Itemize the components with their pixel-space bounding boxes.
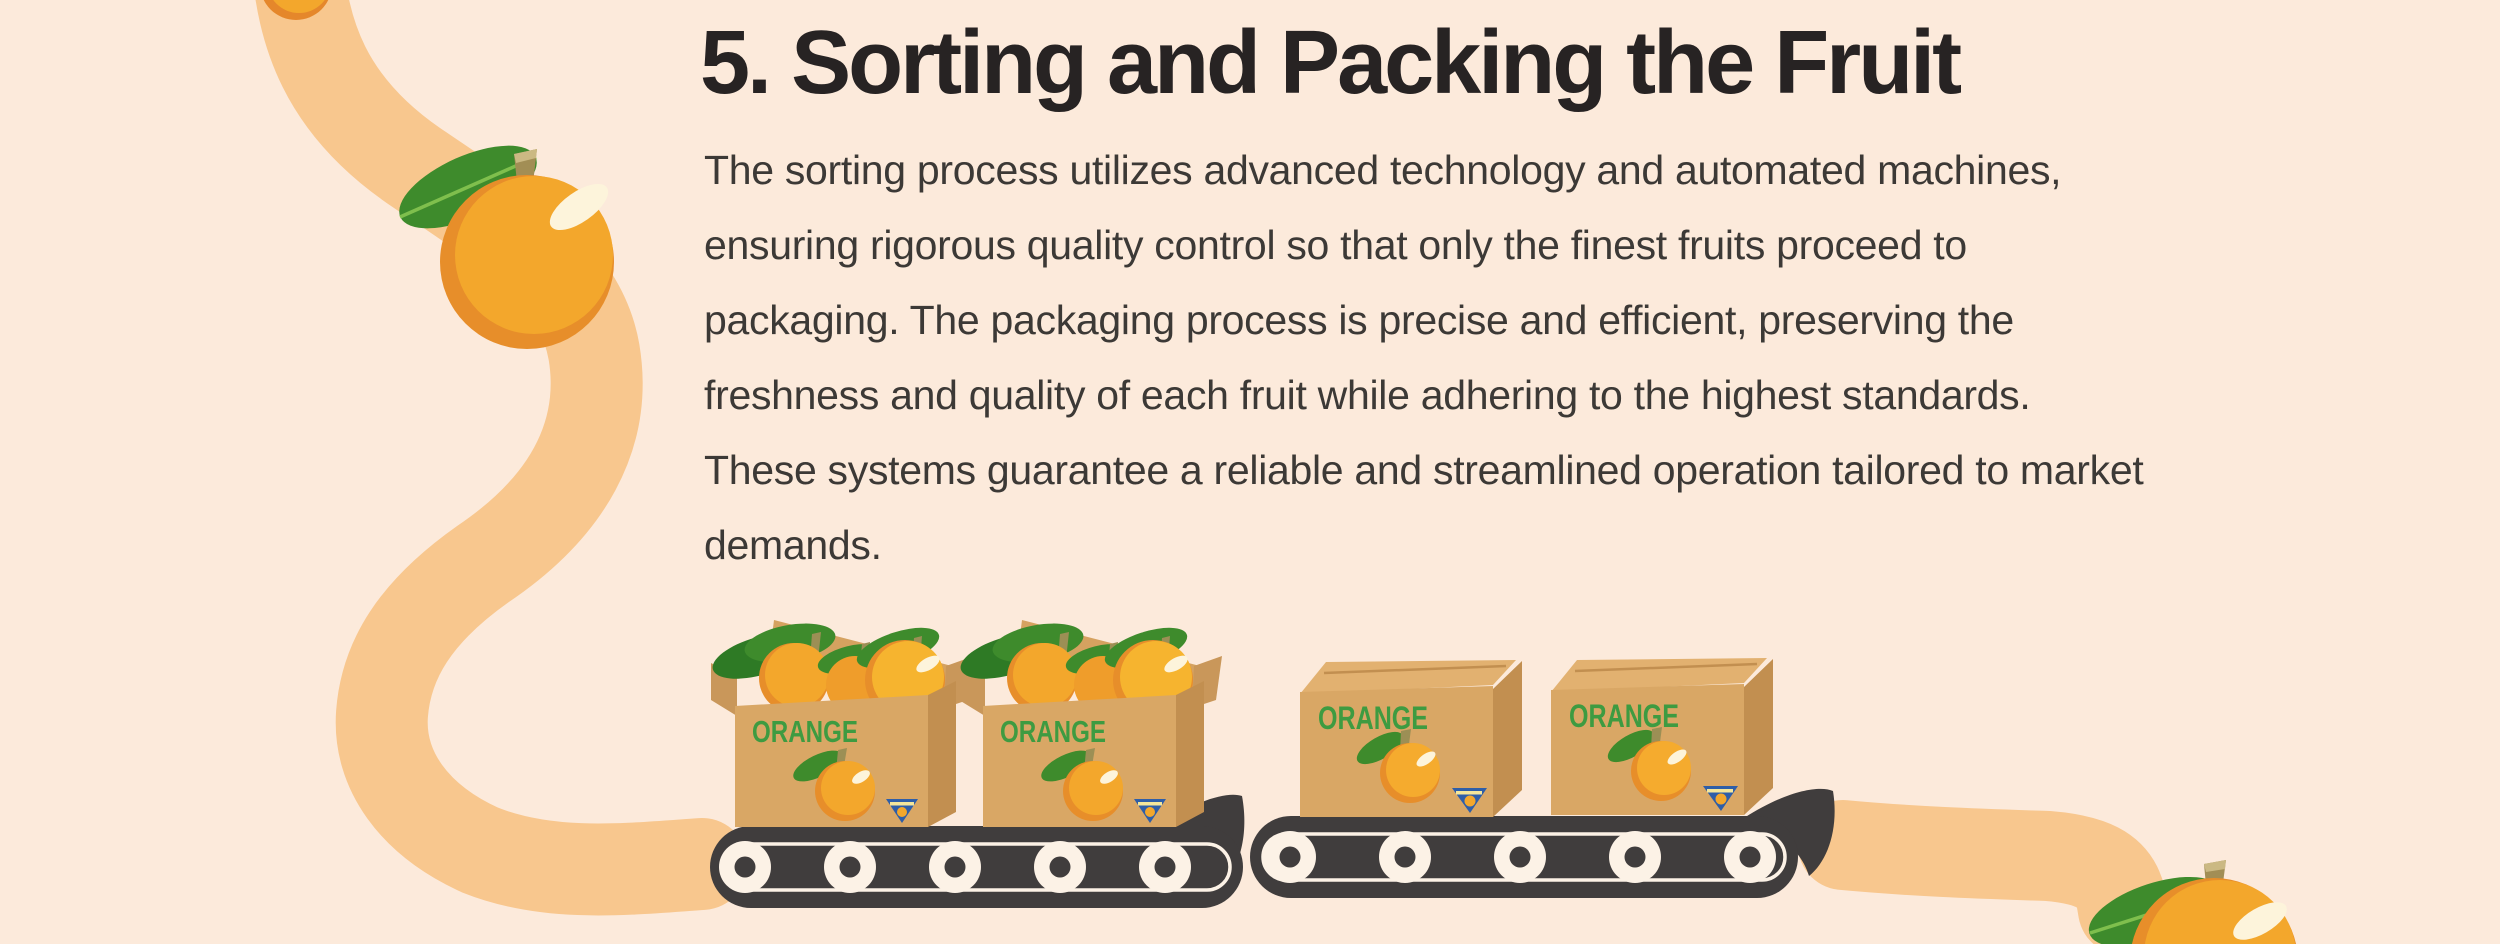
conveyor-belt-right bbox=[1250, 788, 1835, 898]
orange-fruit-top-partial bbox=[263, 0, 329, 20]
paragraph-line: ensuring rigorous quality control so tha… bbox=[704, 222, 1967, 268]
step-title: 5. Sorting and Packing the Fruit bbox=[700, 13, 1962, 113]
orange-fruit-bottom-right bbox=[2088, 860, 2297, 944]
leaf-icon bbox=[399, 145, 537, 229]
paragraph-line: demands. bbox=[704, 522, 882, 568]
orange-fruit-on-path bbox=[399, 145, 614, 349]
winding-path-right bbox=[1798, 800, 2168, 944]
orange-box-closed-1 bbox=[1298, 658, 1524, 819]
paragraph-line: These systems guarantee a reliable and s… bbox=[704, 447, 2144, 493]
paragraph-line: packaging. The packaging process is prec… bbox=[704, 297, 2014, 343]
step-description: The sorting process utilizes advanced te… bbox=[704, 133, 2144, 583]
orange-box-open-1 bbox=[707, 617, 974, 827]
winding-path-left bbox=[255, 0, 748, 916]
paragraph-line: freshness and quality of each fruit whil… bbox=[704, 372, 2031, 418]
orange-box-closed-2 bbox=[1549, 656, 1775, 817]
paragraph-line: The sorting process utilizes advanced te… bbox=[704, 147, 2062, 193]
orange-box-open-2 bbox=[955, 617, 1222, 827]
